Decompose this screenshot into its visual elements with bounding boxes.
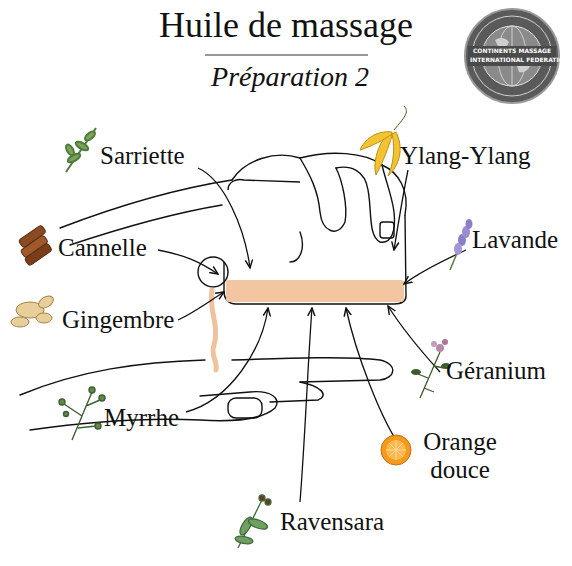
logo-text: INTERNATIONAL FEDERATION [470, 57, 554, 63]
hand-bottom [20, 358, 393, 430]
ingredient-label: Géranium [446, 357, 546, 385]
plant-icons [11, 106, 473, 548]
subtitle: Préparation 2 [4, 62, 572, 93]
ginger-icon [11, 294, 55, 327]
savory-icon [64, 128, 96, 172]
ingredient-label: Ylang-Ylang [400, 142, 531, 170]
logo-text: CONTINENTS MASSAGE [470, 48, 554, 54]
ingredient-label: Orange douce [408, 428, 512, 483]
ingredient-label: Sarriette [100, 142, 185, 170]
oil-bottle [198, 179, 406, 370]
ravensara-icon [235, 495, 271, 548]
ingredient-label: Ravensara [280, 508, 384, 536]
cinnamon-icon [18, 225, 52, 266]
ingredient-label: Lavande [472, 226, 558, 254]
ingredient-label: Cannelle [58, 234, 147, 262]
title-rule [205, 55, 368, 56]
geranium-icon [411, 339, 451, 398]
logo-badge [465, 9, 559, 103]
myrrh-icon [59, 387, 105, 440]
ingredient-label: Gingembre [62, 306, 174, 334]
ingredient-label: Myrrhe [104, 404, 179, 432]
title: Huile de massage [0, 6, 572, 46]
ylang-icon [360, 106, 406, 176]
orange-icon [381, 435, 411, 465]
lavender-icon [450, 219, 473, 270]
leader-arrows [158, 168, 466, 502]
